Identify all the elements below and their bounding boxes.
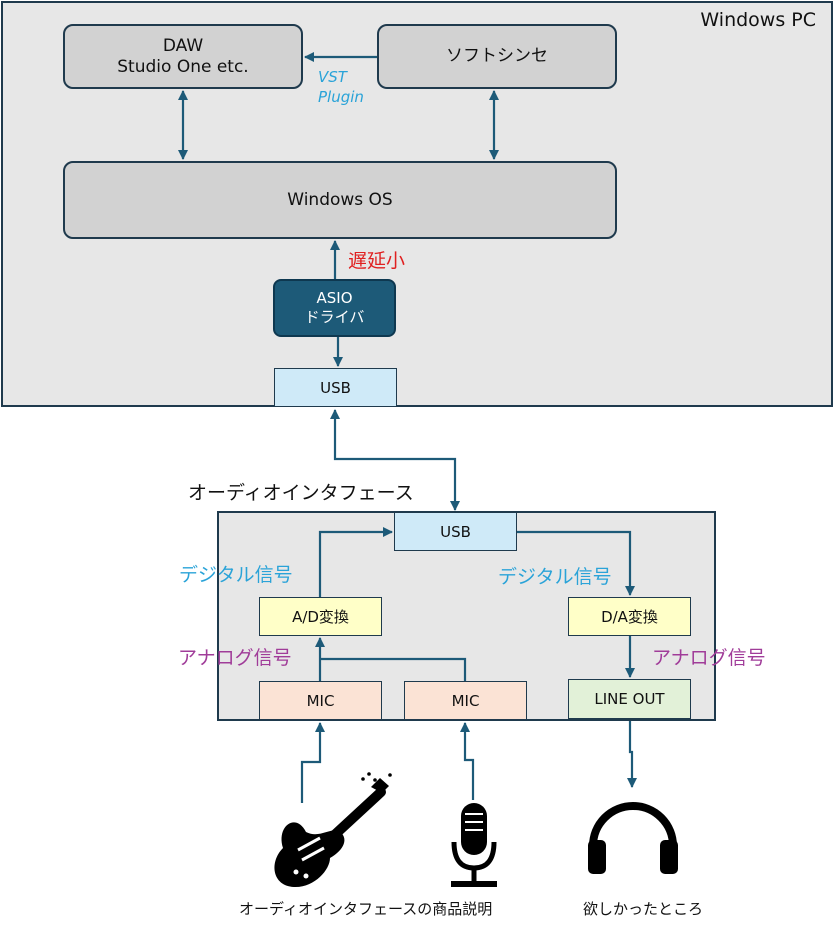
mic-input-1-label: MIC [306, 691, 335, 710]
windows-os-label: Windows OS [287, 189, 393, 210]
microphone-icon [451, 803, 497, 887]
windows-pc-title: Windows PC [700, 9, 816, 31]
mic-input-2-label: MIC [451, 691, 480, 710]
windows-os-box: Windows OS [63, 161, 617, 239]
headphones-icon [588, 802, 678, 874]
guitar-icon [274, 772, 392, 888]
line-out-label: LINE OUT [594, 690, 665, 708]
interface-usb-box: USB [394, 512, 517, 551]
inputs-caption: オーディオインタフェースの商品説明 [239, 900, 493, 918]
line-mic2-to-ad [320, 657, 467, 681]
asio-label-line2: ドライバ [304, 308, 365, 326]
vst-label-line2: Plugin [318, 88, 364, 106]
line-out-box: LINE OUT [568, 679, 691, 719]
pc-usb-label: USB [320, 378, 351, 397]
digital-signal-label-left: デジタル信号 [179, 564, 293, 586]
daw-label-line1: DAW [162, 35, 204, 56]
vst-plugin-label: VST Plugin [318, 67, 364, 107]
arrow-mic-to-mic2 [460, 722, 475, 800]
analog-signal-label-right: アナログ信号 [652, 647, 766, 669]
mic-input-2-box: MIC [404, 681, 527, 720]
arrow-lineout-to-headphones [627, 721, 637, 788]
asio-label-line1: ASIO [316, 289, 353, 307]
ad-converter-box: A/D変換 [259, 597, 382, 636]
output-caption: 欲しかったところ [583, 900, 704, 918]
vst-label-line1: VST [318, 68, 347, 86]
arrow-ad-to-usb [318, 527, 393, 597]
soft-synth-box: ソフトシンセ [377, 24, 617, 89]
digital-signal-label-right: デジタル信号 [498, 566, 612, 588]
arrow-usb-to-da [517, 530, 635, 596]
arrow-pc-usb-to-interface-usb [330, 409, 460, 511]
mic-input-1-box: MIC [259, 681, 382, 720]
ad-converter-label: A/D変換 [292, 608, 349, 626]
soft-synth-label: ソフトシンセ [446, 46, 548, 66]
daw-box: DAW Studio One etc. [63, 24, 303, 89]
da-converter-label: D/A変換 [601, 608, 658, 626]
interface-usb-label: USB [440, 522, 471, 541]
asio-driver-box: ASIO ドライバ [273, 279, 396, 337]
da-converter-box: D/A変換 [568, 597, 691, 636]
latency-label: 遅延小 [348, 250, 406, 272]
arrow-guitar-to-mic1 [300, 722, 325, 803]
analog-signal-label-left: アナログ信号 [178, 647, 292, 669]
daw-label-line2: Studio One etc. [117, 56, 249, 77]
pc-usb-box: USB [274, 368, 397, 407]
